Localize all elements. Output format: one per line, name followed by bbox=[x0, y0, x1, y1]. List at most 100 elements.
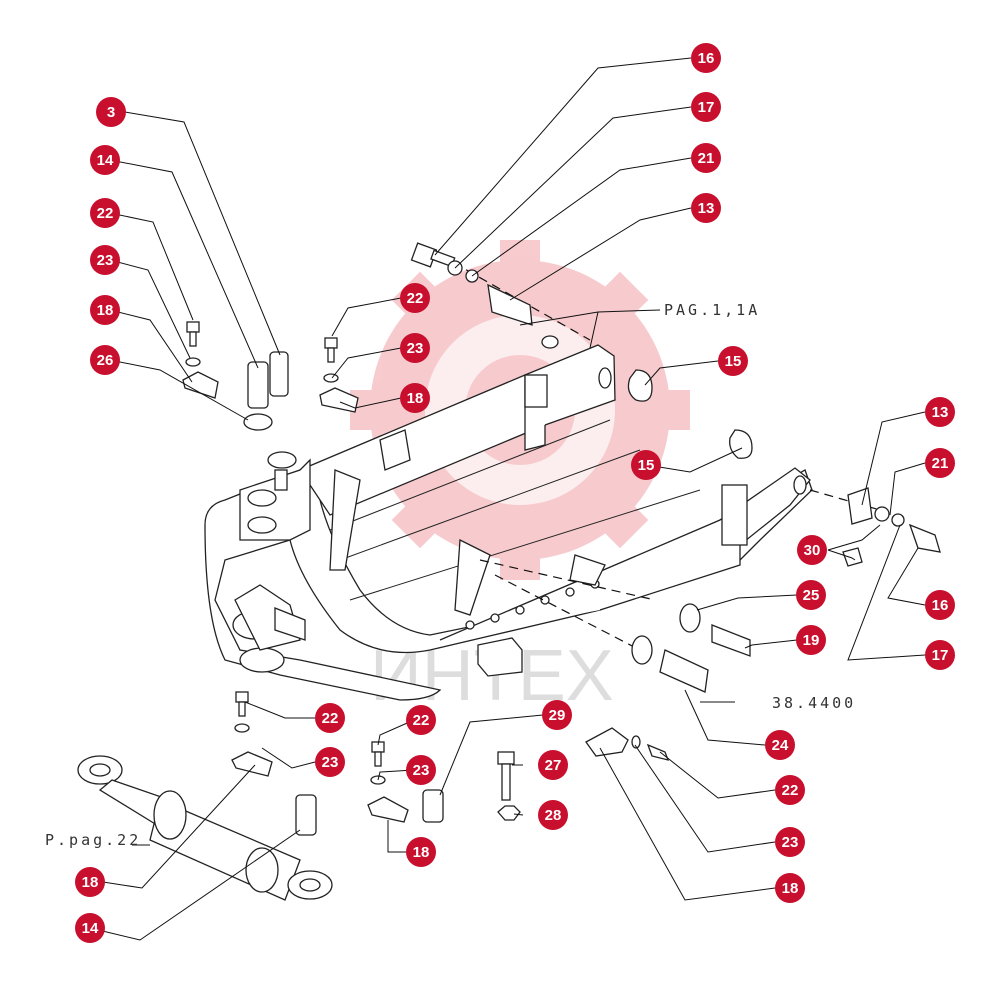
callout-label: 30 bbox=[804, 542, 821, 559]
callout-18: 18 bbox=[90, 295, 120, 325]
callout-circle bbox=[90, 295, 120, 325]
callout-circle bbox=[542, 700, 572, 730]
callout-label: 23 bbox=[97, 252, 114, 269]
callout-16: 16 bbox=[691, 43, 721, 73]
callout-label: 21 bbox=[698, 150, 715, 167]
callout-circle bbox=[631, 450, 661, 480]
callout-18: 18 bbox=[400, 383, 430, 413]
callout-18: 18 bbox=[75, 867, 105, 897]
callout-22: 22 bbox=[406, 705, 436, 735]
callout-circle bbox=[691, 43, 721, 73]
callout-23: 23 bbox=[400, 333, 430, 363]
callout-17: 17 bbox=[925, 640, 955, 670]
callout-14: 14 bbox=[75, 913, 105, 943]
callout-23: 23 bbox=[315, 747, 345, 777]
callout-label: 28 bbox=[545, 807, 562, 824]
callout-label: 18 bbox=[82, 874, 99, 891]
callout-21: 21 bbox=[691, 143, 721, 173]
callout-label: 13 bbox=[698, 200, 715, 217]
callout-label: 23 bbox=[782, 834, 799, 851]
callout-15: 15 bbox=[631, 450, 661, 480]
callout-circle bbox=[315, 747, 345, 777]
callout-label: 29 bbox=[549, 707, 566, 724]
callout-circle bbox=[90, 245, 120, 275]
callout-30: 30 bbox=[797, 535, 827, 565]
callout-23: 23 bbox=[90, 245, 120, 275]
callout-circle bbox=[796, 580, 826, 610]
callout-15: 15 bbox=[718, 346, 748, 376]
callout-label: 18 bbox=[407, 390, 424, 407]
callout-circle bbox=[315, 703, 345, 733]
callout-14: 14 bbox=[90, 145, 120, 175]
left-fasteners bbox=[182, 321, 359, 431]
callout-label: 22 bbox=[407, 290, 424, 307]
callout-circle bbox=[406, 837, 436, 867]
callout-label: 25 bbox=[803, 587, 820, 604]
callout-circle bbox=[691, 92, 721, 122]
callout-circle bbox=[775, 873, 805, 903]
callout-circle bbox=[96, 97, 126, 127]
callout-label: 19 bbox=[803, 632, 820, 649]
ref-p-pag-22: P.pag.22 bbox=[45, 831, 141, 849]
callout-label: 27 bbox=[545, 757, 562, 774]
callout-label: 23 bbox=[413, 762, 430, 779]
callout-circle bbox=[400, 283, 430, 313]
callout-label: 17 bbox=[932, 647, 949, 664]
callout-22: 22 bbox=[775, 775, 805, 805]
callout-13: 13 bbox=[925, 397, 955, 427]
callout-circle bbox=[775, 827, 805, 857]
callout-22: 22 bbox=[400, 283, 430, 313]
callout-label: 23 bbox=[407, 340, 424, 357]
leader-lines bbox=[89, 57, 926, 941]
callout-circle bbox=[925, 640, 955, 670]
callout-label: 23 bbox=[322, 754, 339, 771]
callout-circle bbox=[925, 448, 955, 478]
callout-circle bbox=[691, 193, 721, 223]
chassis-frame bbox=[204, 344, 813, 701]
callout-circle bbox=[75, 913, 105, 943]
callout-circle bbox=[797, 535, 827, 565]
callout-circle bbox=[796, 625, 826, 655]
callout-22: 22 bbox=[90, 198, 120, 228]
callout-circle bbox=[925, 397, 955, 427]
callout-label: 3 bbox=[107, 104, 115, 121]
callout-label: 18 bbox=[413, 844, 430, 861]
callout-circle bbox=[765, 730, 795, 760]
ref-38-4400: 38.4400 bbox=[772, 694, 856, 712]
callout-label: 21 bbox=[932, 455, 949, 472]
callout-label: 16 bbox=[932, 597, 949, 614]
callout-circle bbox=[90, 145, 120, 175]
callout-21: 21 bbox=[925, 448, 955, 478]
callout-17: 17 bbox=[691, 92, 721, 122]
callout-16: 16 bbox=[925, 590, 955, 620]
callout-27: 27 bbox=[538, 750, 568, 780]
callout-label: 15 bbox=[638, 457, 655, 474]
callout-circle bbox=[718, 346, 748, 376]
callout-label: 22 bbox=[322, 710, 339, 727]
callout-label: 22 bbox=[97, 205, 114, 222]
callout-22: 22 bbox=[315, 703, 345, 733]
callout-23: 23 bbox=[775, 827, 805, 857]
callout-circle bbox=[90, 345, 120, 375]
hydraulic-cylinder bbox=[77, 755, 333, 901]
callout-label: 14 bbox=[97, 152, 114, 169]
callout-label: 24 bbox=[772, 737, 789, 754]
callout-3: 3 bbox=[96, 97, 126, 127]
callout-circle bbox=[400, 383, 430, 413]
callout-18: 18 bbox=[775, 873, 805, 903]
callout-13: 13 bbox=[691, 193, 721, 223]
ref-pag-1-1a: PAG.1,1A bbox=[664, 301, 760, 319]
callout-label: 17 bbox=[698, 99, 715, 116]
callout-26: 26 bbox=[90, 345, 120, 375]
callout-28: 28 bbox=[538, 800, 568, 830]
callout-circle bbox=[90, 198, 120, 228]
callout-label: 26 bbox=[97, 352, 114, 369]
callout-circle bbox=[925, 590, 955, 620]
callout-label: 13 bbox=[932, 404, 949, 421]
callout-label: 22 bbox=[413, 712, 430, 729]
callout-24: 24 bbox=[765, 730, 795, 760]
callout-label: 14 bbox=[82, 920, 99, 937]
callout-label: 18 bbox=[97, 302, 114, 319]
callout-circle bbox=[538, 750, 568, 780]
callout-circle bbox=[406, 755, 436, 785]
